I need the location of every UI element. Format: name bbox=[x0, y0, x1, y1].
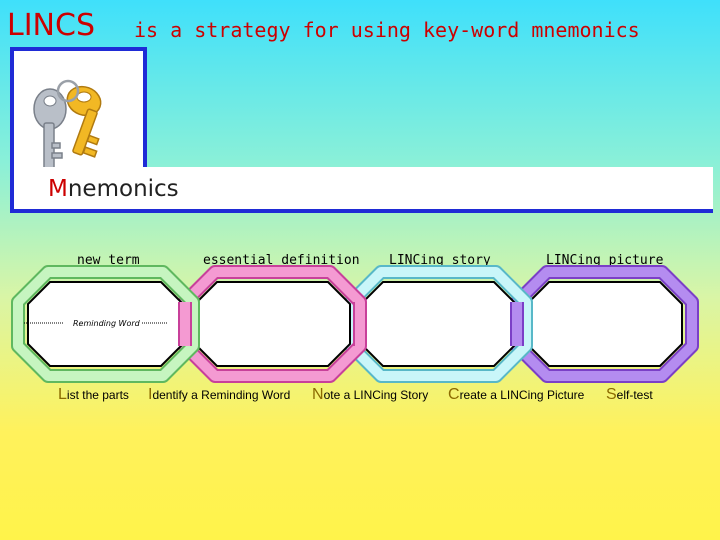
step-text: elf-test bbox=[616, 388, 653, 402]
step-capital: N bbox=[312, 386, 324, 403]
step-text: reate a LINCing Picture bbox=[459, 388, 585, 402]
step-capital: C bbox=[448, 386, 460, 403]
step-text: ote a LINCing Story bbox=[323, 388, 429, 402]
header-essential-definition: essential definition bbox=[203, 253, 360, 268]
mnemonics-title: Mnemonics bbox=[48, 174, 179, 204]
header-new-term: new term bbox=[77, 253, 140, 268]
chain-overlaps bbox=[178, 302, 524, 346]
chain-link-purple bbox=[510, 265, 699, 383]
step-text: dentify a Reminding Word bbox=[152, 388, 291, 402]
mnemonics-rest: nemonics bbox=[67, 176, 179, 202]
keys-icon bbox=[33, 79, 102, 170]
step-capital: S bbox=[606, 386, 617, 403]
step-capital: L bbox=[58, 386, 67, 403]
step-note-lincing-story: Note a LINCing Story bbox=[312, 386, 428, 404]
reminding-word-label: Reminding Word bbox=[73, 319, 140, 328]
chain-link-cyan bbox=[344, 265, 533, 383]
mnemonics-first-letter: M bbox=[48, 176, 68, 202]
step-text: ist the parts bbox=[66, 388, 129, 402]
header-lincing-story: LINCing story bbox=[389, 253, 491, 268]
step-identify-reminding-word: Identify a Reminding Word bbox=[148, 386, 290, 404]
step-self-test: Self-test bbox=[606, 386, 653, 404]
mnemonics-banner bbox=[10, 167, 713, 213]
title-lincs: LINCS bbox=[7, 8, 95, 43]
chain-link-pink bbox=[178, 265, 367, 383]
step-capital: I bbox=[148, 386, 153, 403]
header-lincing-picture: LINCing picture bbox=[546, 253, 664, 268]
chain-link-green bbox=[11, 265, 200, 383]
title-subtitle: is a strategy for using key-word mnemoni… bbox=[134, 18, 640, 42]
step-list-the-parts: List the parts bbox=[58, 386, 129, 404]
step-create-lincing-picture: Create a LINCing Picture bbox=[448, 386, 584, 404]
